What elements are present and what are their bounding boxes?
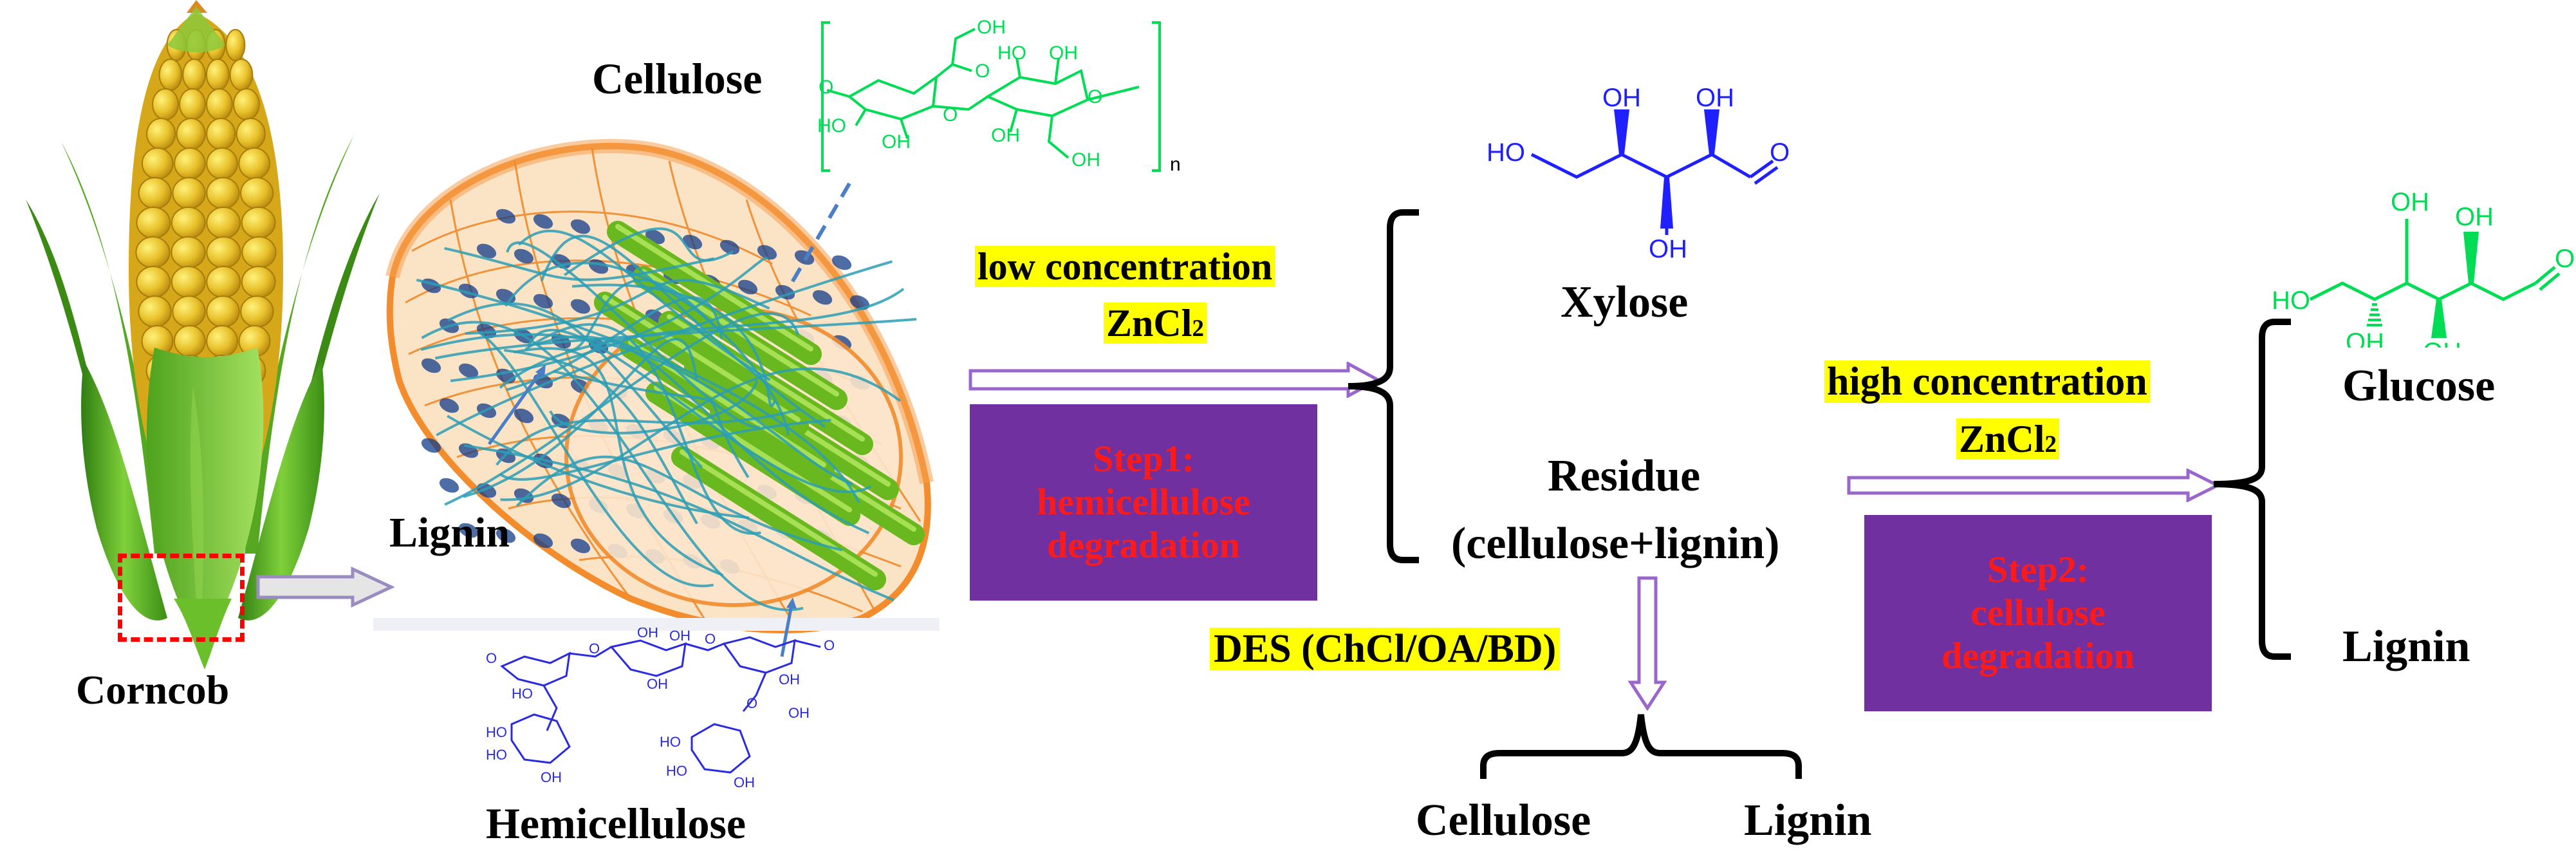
svg-text:O: O [746, 695, 757, 711]
glucose-structure: HO OH OH OH OH O [2272, 188, 2574, 348]
des-label: DES (ChCl/OA/BD) [1210, 628, 1561, 670]
hemicellulose-label: Hemicellulose [486, 799, 746, 848]
svg-text:OH: OH [1071, 149, 1100, 171]
residue-label-line2: (cellulose+lignin) [1451, 519, 1780, 568]
cellulose-structure: OH O O HO OH O HO OH O OH OH n [817, 17, 1181, 175]
step2-condition-line1: high concentration [1824, 360, 2150, 403]
svg-text:OH: OH [779, 671, 800, 687]
svg-text:HO: HO [486, 724, 507, 740]
svg-text:HO: HO [512, 686, 533, 702]
step1-box-line2: hemicellulose [1037, 481, 1250, 523]
lignin-left-label: Lignin [389, 509, 510, 556]
hemicellulose-structure: O HO O OH OH OH O OH O HO HO OH HO HO OH… [486, 628, 835, 790]
svg-text:OH: OH [647, 676, 668, 692]
svg-text:O: O [1770, 138, 1789, 167]
step2-box-line3: degradation [1941, 634, 2135, 677]
svg-text:HO: HO [660, 734, 681, 750]
svg-text:O: O [2555, 245, 2574, 273]
svg-text:HO: HO [486, 747, 507, 763]
svg-text:HO: HO [2272, 286, 2310, 315]
xylose-structure: HO OH OH OH O [1487, 84, 1789, 263]
svg-text:n: n [1170, 154, 1181, 175]
des-down-arrow [1628, 576, 1667, 711]
step1-condition-line1: low concentration [975, 246, 1275, 287]
step1-box-line3: degradation [1047, 523, 1240, 566]
svg-text:OH: OH [669, 628, 690, 644]
svg-text:O: O [975, 61, 990, 82]
svg-text:OH: OH [541, 769, 562, 785]
svg-text:OH: OH [977, 17, 1006, 38]
svg-text:OH: OH [1049, 42, 1078, 64]
svg-text:O: O [705, 631, 716, 647]
step2-product-brace [2213, 319, 2291, 660]
svg-text:OH: OH [734, 774, 755, 790]
cellulose-top-label: Cellulose [592, 54, 763, 103]
svg-text:OH: OH [882, 131, 911, 153]
svg-text:OH: OH [637, 628, 658, 640]
svg-text:HO: HO [1487, 138, 1525, 167]
step1-condition-zncl2: ZnCl2 [1104, 303, 1207, 344]
des-product-brace [1480, 714, 1802, 779]
svg-text:OH: OH [1602, 84, 1641, 112]
corncob-crop-box [118, 554, 245, 642]
step2-condition-zncl2: ZnCl2 [1956, 418, 2059, 460]
step2-box-line2: cellulose [1970, 592, 2106, 634]
svg-text:OH: OH [991, 125, 1020, 146]
svg-text:O: O [819, 77, 833, 98]
svg-text:HO: HO [817, 115, 846, 136]
residue-label-line1: Residue [1548, 451, 1701, 501]
lignin-bottom-label: Lignin [1744, 796, 1872, 845]
svg-text:OH: OH [2391, 188, 2429, 216]
step1-box-line1: Step1: [1093, 438, 1194, 480]
corncob-to-fiber-arrow [256, 566, 394, 608]
lignin-right-label: Lignin [2342, 622, 2470, 671]
corn-cob-illustration [26, 0, 380, 669]
svg-text:OH: OH [2455, 203, 2494, 231]
cellulose-bottom-label: Cellulose [1416, 796, 1591, 845]
svg-text:OH: OH [1696, 84, 1734, 112]
corncob-label: Corncob [76, 667, 230, 713]
step1-product-brace [1348, 209, 1419, 563]
step2-box: Step2: cellulose degradation [1864, 515, 2212, 711]
svg-text:OH: OH [2346, 328, 2384, 348]
step1-box: Step1: hemicellulose degradation [970, 404, 1317, 601]
svg-text:O: O [943, 104, 958, 126]
glucose-label: Glucose [2342, 361, 2496, 411]
step2-box-line1: Step2: [1987, 548, 2089, 591]
lignocellulose-fiber-illustration [373, 139, 940, 633]
svg-text:OH: OH [1649, 235, 1687, 263]
svg-text:O: O [824, 637, 835, 653]
svg-text:O: O [1088, 86, 1102, 108]
svg-text:OH: OH [2423, 338, 2461, 348]
step2-arrow [1847, 469, 2220, 502]
svg-text:O: O [589, 640, 600, 657]
svg-text:O: O [486, 650, 497, 666]
svg-text:HO: HO [666, 763, 687, 779]
xylose-label: Xylose [1561, 277, 1689, 327]
svg-text:HO: HO [997, 42, 1026, 64]
step1-arrow [968, 362, 1380, 398]
svg-text:OH: OH [788, 705, 810, 721]
